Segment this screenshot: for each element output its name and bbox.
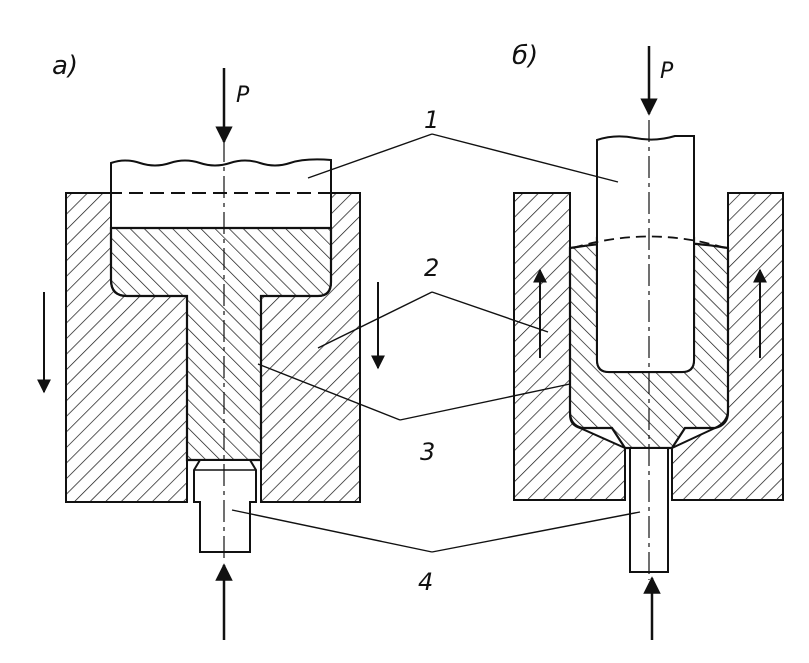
panel-a-label: а)	[52, 51, 78, 81]
callout-2: 2	[424, 254, 439, 282]
callouts: 1 2 3 4	[231, 106, 641, 596]
punch-b	[596, 135, 695, 373]
callout-1: 1	[424, 106, 439, 134]
force-label-b: P	[660, 59, 674, 84]
panel-a: а) P	[37, 51, 385, 640]
force-label-a: P	[236, 83, 250, 108]
callout-4: 4	[418, 568, 433, 596]
callout-3: 3	[420, 438, 435, 466]
panel-b-label: б)	[512, 41, 538, 71]
counter-punch-a	[193, 459, 257, 553]
panel-b: б) P	[512, 41, 784, 640]
